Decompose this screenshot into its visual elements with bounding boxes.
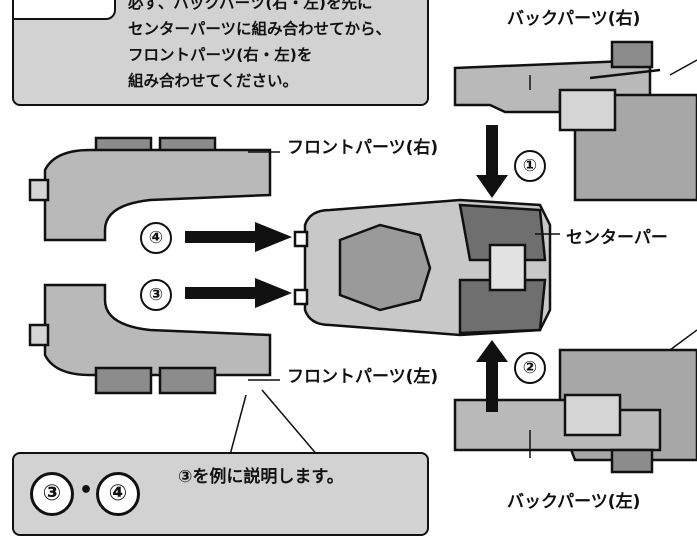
front-part-left-illustration: [28, 283, 272, 395]
step-1-badge: ①: [514, 150, 546, 182]
step-3-badge: ③: [140, 279, 172, 311]
arrow-step-1: [476, 125, 508, 198]
step-2-badge: ②: [514, 352, 546, 384]
instruction-icon-tab: [12, 0, 116, 20]
label-back-left: バックパーツ(左): [507, 492, 641, 512]
arrow-step-2: [476, 340, 508, 412]
label-center: センターパー: [566, 228, 668, 248]
arrow-step-3: [185, 278, 292, 308]
example-badge-4: ④: [96, 472, 140, 516]
label-front-right: フロントパーツ(右): [287, 138, 439, 158]
back-part-left-illustration: [453, 348, 697, 474]
center-part-illustration: [293, 198, 552, 337]
step-4-badge: ④: [140, 222, 172, 254]
instruction-line: センターパーツに組み合わせてから、: [128, 20, 392, 38]
instruction-line: 組み合わせてください。: [128, 72, 299, 90]
back-part-right-illustration: [453, 40, 697, 202]
instruction-line: フロントパーツ(右・左)を: [128, 46, 313, 64]
instruction-text: 必ず、バックパーツ(右・左)を先に センターパーツに組み合わせてから、 フロント…: [128, 0, 428, 94]
front-part-right-illustration: [28, 136, 272, 242]
label-back-right: バックパーツ(右): [507, 9, 641, 29]
instruction-line: 必ず、バックパーツ(右・左)を先に: [128, 0, 373, 12]
example-text: ③を例に説明します。: [178, 467, 344, 487]
arrow-step-4: [185, 222, 292, 252]
example-badge-3: ③: [30, 472, 74, 516]
assembly-diagram: [28, 40, 697, 474]
label-front-left: フロントパーツ(左): [287, 367, 439, 387]
example-dot: •: [79, 478, 94, 503]
